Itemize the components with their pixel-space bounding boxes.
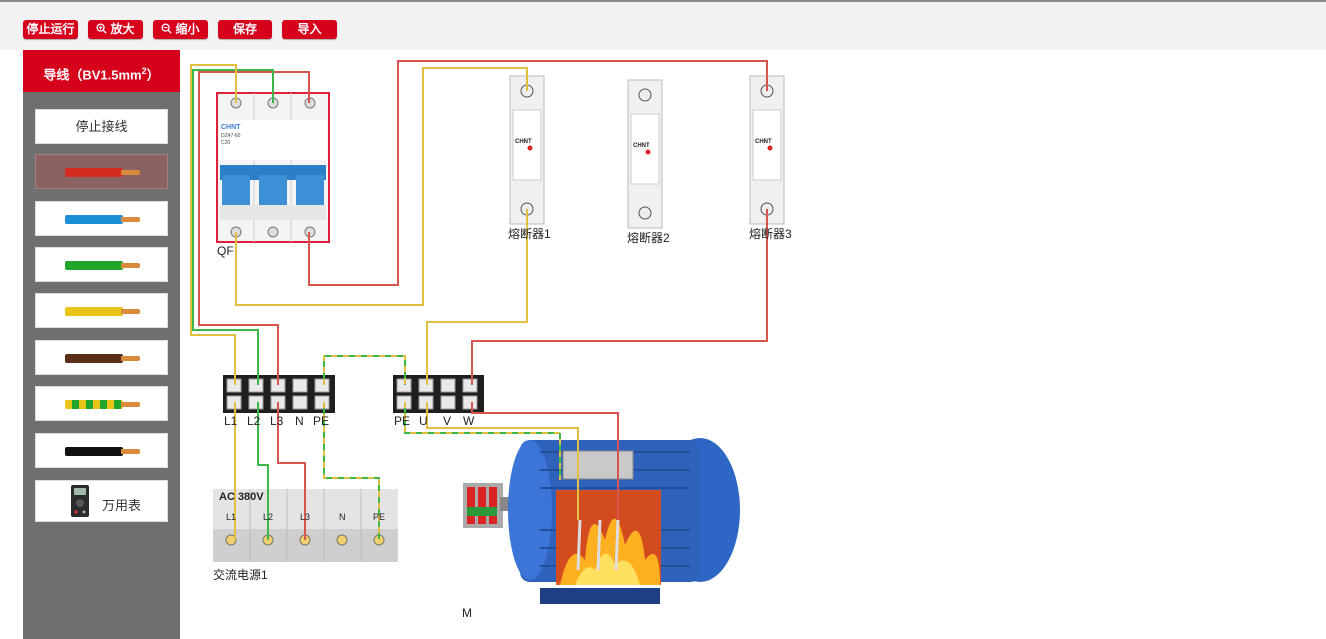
wire-brown[interactable] xyxy=(35,340,168,375)
fuse-3-label[interactable]: 熔断器3 xyxy=(749,227,792,241)
wire-yellow-2 xyxy=(235,67,528,306)
wire-red-2 xyxy=(308,60,768,286)
wire-pe-1 xyxy=(323,355,406,385)
wire-panel-title: 导线（BV1.5mm2） xyxy=(23,50,180,92)
toolbar: 停止运行 放大 缩小 保存 导入 xyxy=(0,2,1326,50)
multimeter-button[interactable]: 万用表 xyxy=(35,480,168,522)
breaker-rating: C20 xyxy=(221,140,231,146)
fuse-2-label[interactable]: 熔断器2 xyxy=(627,231,670,245)
wire-green-1 xyxy=(192,69,274,385)
top-border xyxy=(0,0,1326,2)
save-button[interactable]: 保存 xyxy=(218,20,272,39)
zoom-out-button[interactable]: 缩小 xyxy=(153,20,208,39)
title-suffix: ） xyxy=(146,67,160,83)
import-button[interactable]: 导入 xyxy=(282,20,337,39)
multimeter-icon xyxy=(71,485,89,517)
tb-left-l1: L1 xyxy=(224,414,238,428)
wire-panel: 导线（BV1.5mm2） 停止接线 万用表 xyxy=(23,50,180,639)
wire-blue[interactable] xyxy=(35,201,168,236)
zoom-in-icon xyxy=(96,23,108,34)
title-text: 导线（BV1.5mm xyxy=(43,67,142,83)
multimeter-label: 万用表 xyxy=(102,498,142,513)
blue-wire-icon xyxy=(65,215,140,224)
wire-black[interactable] xyxy=(35,433,168,468)
save-label: 保存 xyxy=(232,22,257,36)
wire-pe-3 xyxy=(404,402,561,480)
stop-wiring-label: 停止接线 xyxy=(75,119,128,134)
tb-right-v: V xyxy=(443,414,452,428)
tb-left-pe: PE xyxy=(313,414,330,428)
tb-left-l3: L3 xyxy=(270,414,284,428)
yellow-wire-icon xyxy=(65,307,140,316)
wire-red-5 xyxy=(471,402,619,520)
fuse-3-brand: CHNT xyxy=(755,139,772,145)
wire-yellow-green[interactable] xyxy=(35,386,168,421)
stop-run-label: 停止运行 xyxy=(26,22,75,36)
wire-green[interactable] xyxy=(35,247,168,282)
wire-pe-2b xyxy=(323,402,380,540)
fuse-2-brand: CHNT xyxy=(633,143,650,149)
import-label: 导入 xyxy=(297,22,322,36)
power-pe: PE xyxy=(373,512,386,522)
zoom-in-label: 放大 xyxy=(110,22,135,36)
wires xyxy=(190,60,768,540)
wire-pe-1b xyxy=(323,355,406,385)
wire-red[interactable] xyxy=(35,154,168,189)
tb-right-pe: PE xyxy=(394,414,411,428)
red-wire-icon xyxy=(65,168,140,177)
tb-left-l2: L2 xyxy=(247,414,261,428)
circuit-breaker xyxy=(216,92,330,243)
stop-run-button[interactable]: 停止运行 xyxy=(23,20,78,39)
tb-left-n: N xyxy=(295,414,304,428)
power-source-label[interactable]: 交流电源1 xyxy=(213,568,268,582)
terminal-block-left xyxy=(223,375,335,413)
black-wire-icon xyxy=(65,447,140,456)
brown-wire-icon xyxy=(65,354,140,363)
fuse-2 xyxy=(627,79,663,229)
wire-pe-3b xyxy=(404,402,561,480)
wire-red-1 xyxy=(198,71,310,385)
tb-right-w: W xyxy=(463,414,475,428)
power-l3: L3 xyxy=(300,512,311,522)
terminal-block-right xyxy=(393,375,484,413)
zoom-out-label: 缩小 xyxy=(175,22,200,36)
power-l2: L2 xyxy=(263,512,274,522)
wire-yellow-1 xyxy=(190,64,237,385)
stop-wiring-button[interactable]: 停止接线 xyxy=(35,109,168,144)
fuse-1-label[interactable]: 熔断器1 xyxy=(508,227,551,241)
breaker-model: DZ47-60 xyxy=(221,133,241,139)
green-wire-icon xyxy=(65,261,140,270)
fuse-1 xyxy=(509,75,545,225)
breaker-brand: CHNT xyxy=(221,124,241,131)
fuse-1-brand: CHNT xyxy=(515,139,532,145)
power-n: N xyxy=(339,512,346,522)
zoom-in-button[interactable]: 放大 xyxy=(88,20,143,39)
yellow-green-wire-icon xyxy=(65,400,140,409)
tb-right-u: U xyxy=(419,414,428,428)
wire-yellow[interactable] xyxy=(35,293,168,328)
fuse-3 xyxy=(749,75,785,225)
motor-label[interactable]: M xyxy=(462,606,472,620)
wire-pe-2 xyxy=(323,402,380,540)
power-voltage: AC 380V xyxy=(219,491,264,503)
title-sup: 2 xyxy=(141,66,147,76)
zoom-out-icon xyxy=(161,23,173,34)
power-l1: L1 xyxy=(226,512,237,522)
breaker-label[interactable]: QF xyxy=(217,244,234,258)
motor xyxy=(463,438,740,604)
